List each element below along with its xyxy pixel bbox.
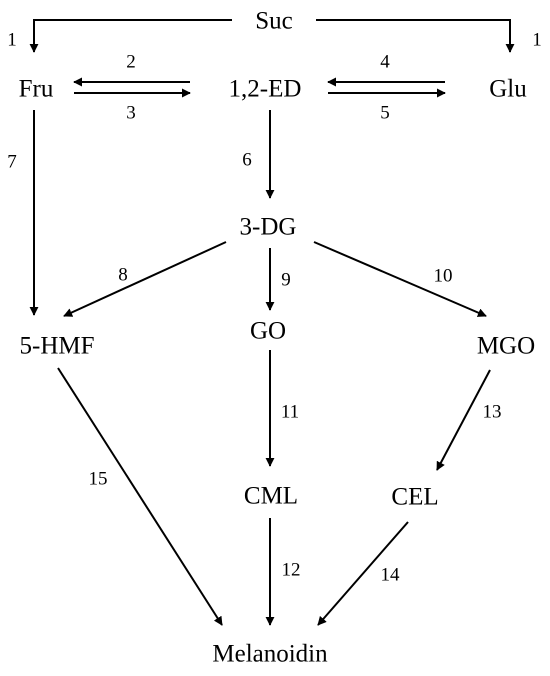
reaction-label-1-right: 1 (532, 29, 542, 51)
arrow-hmf-to-melanoidin (57, 367, 223, 626)
reaction-label-6: 6 (242, 149, 252, 171)
reaction-label-13: 13 (482, 401, 502, 423)
arrow-mgo-to-cel (436, 369, 491, 471)
arrow-dg-to-hmf (63, 241, 227, 317)
node-5-hmf: 5-HMF (19, 332, 95, 360)
reaction-label-14: 14 (380, 564, 400, 586)
reaction-label-9: 9 (281, 269, 291, 291)
reaction-label-15: 15 (88, 468, 108, 490)
node-go: GO (249, 317, 287, 345)
reaction-label-1-left: 1 (7, 29, 17, 51)
node-cml: CML (243, 482, 299, 510)
reaction-label-2: 2 (126, 51, 136, 73)
arrow-suc-to-fru (29, 19, 232, 53)
reaction-label-7: 7 (7, 151, 17, 173)
reaction-label-12: 12 (281, 559, 301, 581)
reaction-label-4: 4 (380, 51, 390, 73)
node-12-ed: 1,2-ED (228, 75, 302, 103)
reaction-label-11: 11 (280, 401, 300, 423)
node-fru: Fru (18, 75, 54, 103)
node-mgo: MGO (476, 332, 536, 360)
reaction-label-5: 5 (380, 102, 390, 124)
reaction-label-8: 8 (118, 264, 128, 286)
node-cel: CEL (391, 483, 439, 511)
reaction-label-10: 10 (433, 265, 453, 287)
arrow-cel-to-melanoidin (317, 521, 409, 626)
node-glu: Glu (489, 75, 527, 103)
reaction-label-3: 3 (126, 102, 136, 124)
node-3-dg: 3-DG (239, 213, 297, 241)
arrow-suc-to-glu (316, 19, 515, 53)
arrow-dg-to-mgo (313, 241, 487, 317)
node-melanoidin: Melanoidin (212, 640, 328, 668)
node-suc: Suc (255, 7, 293, 35)
